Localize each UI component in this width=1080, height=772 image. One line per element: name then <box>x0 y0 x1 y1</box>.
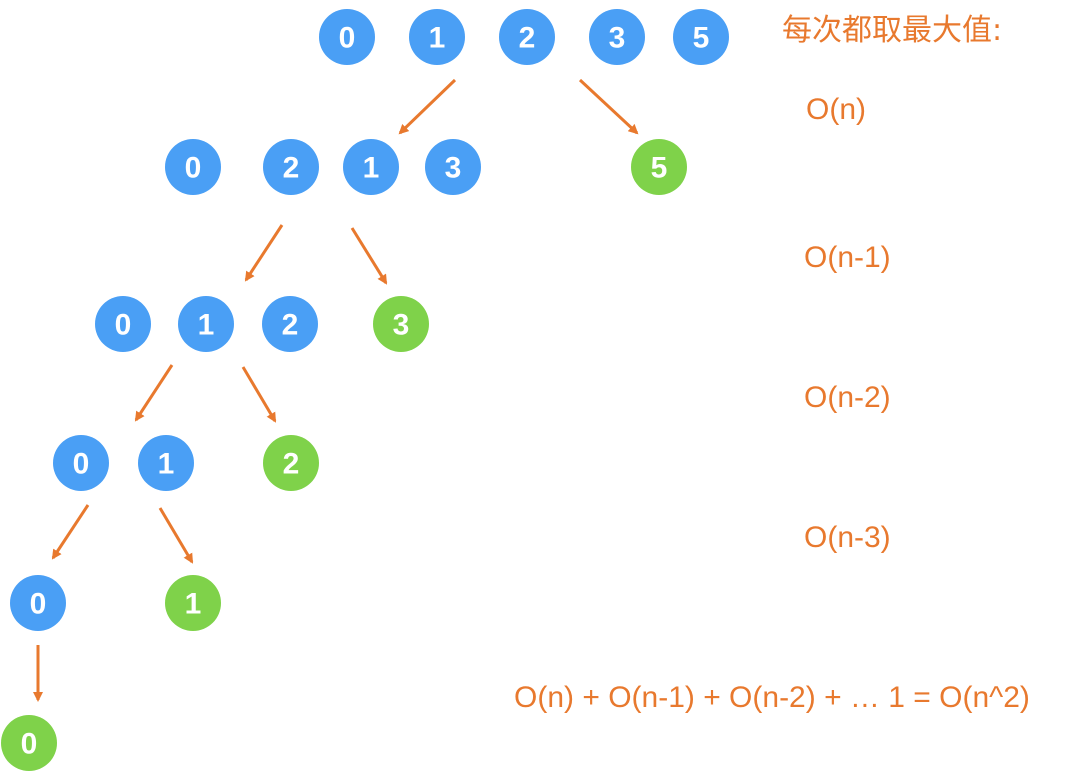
arrows-group <box>33 78 639 702</box>
array-element-node: 0 <box>95 296 151 352</box>
node-circle <box>343 139 399 195</box>
arrow-icon <box>398 78 457 135</box>
array-element-node: 2 <box>262 296 318 352</box>
array-element-node: 1 <box>409 9 465 65</box>
node-circle <box>165 575 221 631</box>
node-value: 3 <box>445 152 462 185</box>
node-circle <box>165 139 221 195</box>
node-circle <box>53 435 109 491</box>
node-value: 2 <box>283 448 300 481</box>
selected-max-node: 2 <box>263 435 319 491</box>
array-element-node: 2 <box>499 9 555 65</box>
array-element-node: 5 <box>673 9 729 65</box>
annotation-total-complexity: O(n) + O(n-1) + O(n-2) + … 1 = O(n^2) <box>514 681 1030 714</box>
array-element-node: 1 <box>138 435 194 491</box>
node-circle <box>263 139 319 195</box>
node-value: 2 <box>519 22 536 55</box>
selected-max-node: 3 <box>373 296 429 352</box>
node-value: 3 <box>393 309 410 342</box>
node-value: 1 <box>185 588 202 621</box>
array-element-node: 3 <box>589 9 645 65</box>
selected-max-node: 5 <box>631 139 687 195</box>
node-circle <box>95 296 151 352</box>
node-circle <box>409 9 465 65</box>
node-circle <box>319 9 375 65</box>
node-value: 1 <box>363 152 380 185</box>
node-circle <box>673 9 729 65</box>
node-value: 1 <box>198 309 215 342</box>
selected-max-node: 1 <box>165 575 221 631</box>
array-element-node: 1 <box>343 139 399 195</box>
array-element-node: 0 <box>165 139 221 195</box>
array-element-node: 3 <box>425 139 481 195</box>
node-circle <box>499 9 555 65</box>
arrow-icon <box>241 366 277 423</box>
node-value: 0 <box>30 588 47 621</box>
node-circle <box>589 9 645 65</box>
node-value: 2 <box>282 309 299 342</box>
node-circle <box>263 435 319 491</box>
array-element-node: 1 <box>178 296 234 352</box>
array-element-node: 0 <box>53 435 109 491</box>
arrow-icon <box>51 504 90 560</box>
node-value: 5 <box>651 152 668 185</box>
array-element-node: 0 <box>319 9 375 65</box>
node-value: 1 <box>158 448 175 481</box>
node-circle <box>425 139 481 195</box>
node-value: 0 <box>73 448 90 481</box>
annotation-cost-level-2: O(n-1) <box>804 241 891 274</box>
arrow-icon <box>350 227 388 285</box>
node-value: 2 <box>283 152 300 185</box>
arrow-icon <box>244 224 284 282</box>
node-circle <box>178 296 234 352</box>
node-circle <box>631 139 687 195</box>
node-circle <box>373 296 429 352</box>
arrow-icon <box>134 364 174 422</box>
node-circle <box>138 435 194 491</box>
array-element-node: 2 <box>263 139 319 195</box>
node-circle <box>262 296 318 352</box>
node-value: 5 <box>693 22 710 55</box>
node-value: 0 <box>21 728 38 761</box>
arrow-icon <box>158 507 194 564</box>
annotation-cost-level-4: O(n-3) <box>804 521 891 554</box>
node-value: 0 <box>339 22 356 55</box>
annotation-cost-level-1: O(n) <box>806 93 866 126</box>
annotation-heading: 每次都取最大值: <box>782 13 1003 48</box>
annotation-cost-level-3: O(n-2) <box>804 381 891 414</box>
array-element-node: 0 <box>10 575 66 631</box>
node-circle <box>10 575 66 631</box>
node-circle <box>1 715 57 771</box>
arrow-icon <box>578 78 639 135</box>
node-value: 0 <box>185 152 202 185</box>
node-value: 1 <box>429 22 446 55</box>
nodes-group: 0 1 2 3 5 0 2 1 3 5 0 1 2 3 0 1 2 0 1 0 <box>1 9 729 771</box>
node-value: 0 <box>115 309 132 342</box>
selected-max-node: 0 <box>1 715 57 771</box>
node-value: 3 <box>609 22 626 55</box>
